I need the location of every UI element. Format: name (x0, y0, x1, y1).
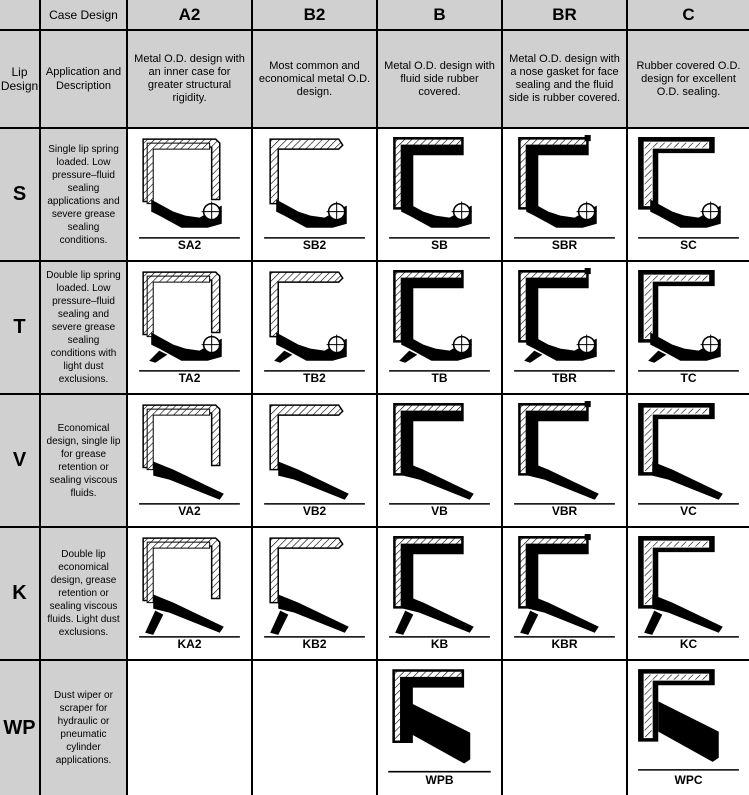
lip-label-wp: WP (0, 661, 41, 795)
lip-label-k: K (0, 528, 41, 661)
lip-design-header: Lip Design (0, 31, 41, 129)
seal-code-label: TA2 (178, 371, 201, 385)
lip-desc-v: Economical design, single lip for grease… (41, 395, 128, 528)
seal-code-label: SBR (551, 238, 578, 252)
seal-cell-wp-b2-empty (253, 661, 378, 795)
seal-profile-drawing (638, 270, 739, 372)
seal-cell-tb2: TB2 (253, 262, 378, 395)
seal-code-label: VC (680, 504, 697, 518)
col-header-br: BR (503, 0, 628, 31)
seal-cell-va2: VA2 (128, 395, 253, 528)
seal-cell-tb: TB (378, 262, 503, 395)
seal-code-label: TB2 (303, 371, 326, 385)
seal-code-label: SC (680, 238, 697, 252)
lip-desc-t: Double lip spring loaded. Low pressure–f… (41, 262, 128, 395)
seal-code-label: SB2 (302, 238, 327, 252)
seal-cell-sc: SC (628, 129, 749, 262)
seal-code-label: KC (679, 637, 698, 651)
seal-code-label: KBR (551, 637, 578, 651)
seal-profile-drawing (638, 536, 739, 638)
seal-profile-drawing (638, 137, 739, 239)
seal-cell-kb: KB (378, 528, 503, 661)
seal-cell-kc: KC (628, 528, 749, 661)
seal-code-label: WPB (425, 773, 454, 787)
lip-label-t: T (0, 262, 41, 395)
seal-profile-drawing (264, 271, 365, 372)
seal-cell-vb2: VB2 (253, 395, 378, 528)
seal-cell-wpc: WPC (628, 661, 749, 795)
application-header: Application and Description (41, 31, 128, 129)
case-design-header: Case Design (41, 0, 128, 31)
seal-cell-tc: TC (628, 262, 749, 395)
seal-cell-vc: VC (628, 395, 749, 528)
seal-profile-drawing (139, 138, 240, 239)
seal-cell-kb2: KB2 (253, 528, 378, 661)
seal-profile-drawing (264, 537, 365, 638)
seal-cell-wpb: WPB (378, 661, 503, 795)
seal-code-label: VBR (551, 504, 578, 518)
seal-profile-drawing (514, 135, 615, 239)
seal-profile-drawing (389, 536, 490, 638)
col-desc-b: Metal O.D. design with fluid side rubber… (378, 31, 503, 129)
seal-cell-wp-br-empty (503, 661, 628, 795)
col-header-b: B (378, 0, 503, 31)
seal-profile-drawing (139, 271, 240, 372)
seal-cell-ka2: KA2 (128, 528, 253, 661)
lip-label-v: V (0, 395, 41, 528)
col-header-b2: B2 (253, 0, 378, 31)
seal-cell-vb: VB (378, 395, 503, 528)
seal-code-label: KB (430, 637, 449, 651)
seal-code-label: KA2 (177, 637, 202, 651)
col-desc-br: Metal O.D. design with a nose gasket for… (503, 31, 628, 129)
seal-code-label: TC (680, 371, 697, 385)
seal-cell-sb2: SB2 (253, 129, 378, 262)
seal-cell-tbr: TBR (503, 262, 628, 395)
seal-profile-drawing (638, 669, 739, 771)
col-desc-a2: Metal O.D. design with an inner case for… (128, 31, 253, 129)
seal-profile-drawing (389, 137, 490, 239)
seal-profile-drawing (514, 401, 615, 505)
seal-cell-wp-a2-empty (128, 661, 253, 795)
seal-code-label: WPC (674, 773, 703, 787)
seal-cell-sa2: SA2 (128, 129, 253, 262)
seal-profile-drawing (139, 537, 240, 638)
lip-label-s: S (0, 129, 41, 262)
seal-code-label: SA2 (177, 238, 202, 252)
seal-profile-drawing (264, 138, 365, 239)
seal-cell-vbr: VBR (503, 395, 628, 528)
seal-profile-drawing (514, 268, 615, 372)
seal-code-label: VB (431, 504, 448, 518)
seal-code-label: SB (431, 238, 448, 252)
col-desc-c: Rubber covered O.D. design for excellent… (628, 31, 749, 129)
seal-cell-sbr: SBR (503, 129, 628, 262)
lip-desc-k: Double lip economical design, grease ret… (41, 528, 128, 661)
seal-cell-kbr: KBR (503, 528, 628, 661)
lip-desc-wp: Dust wiper or scraper for hydraulic or p… (41, 661, 128, 795)
seal-code-label: VB2 (302, 504, 327, 518)
seal-profile-drawing (264, 404, 365, 505)
seal-code-label: KB2 (302, 637, 327, 651)
lip-desc-s: Single lip spring loaded. Low pressure–f… (41, 129, 128, 262)
col-header-c: C (628, 0, 749, 31)
seal-code-label: VA2 (178, 504, 201, 518)
seal-code-label: TBR (552, 371, 577, 385)
seal-profile-drawing (514, 534, 615, 638)
seal-profile-drawing (139, 404, 240, 505)
seal-cell-ta2: TA2 (128, 262, 253, 395)
seal-profile-drawing (388, 669, 491, 773)
seal-profile-drawing (389, 403, 490, 505)
seal-profile-drawing (389, 270, 490, 372)
seal-profile-drawing (638, 403, 739, 505)
col-header-a2: A2 (128, 0, 253, 31)
col-desc-b2: Most common and economical metal O.D. de… (253, 31, 378, 129)
seal-code-label: TB (431, 371, 448, 385)
corner-cell (0, 0, 41, 31)
seal-cell-sb: SB (378, 129, 503, 262)
